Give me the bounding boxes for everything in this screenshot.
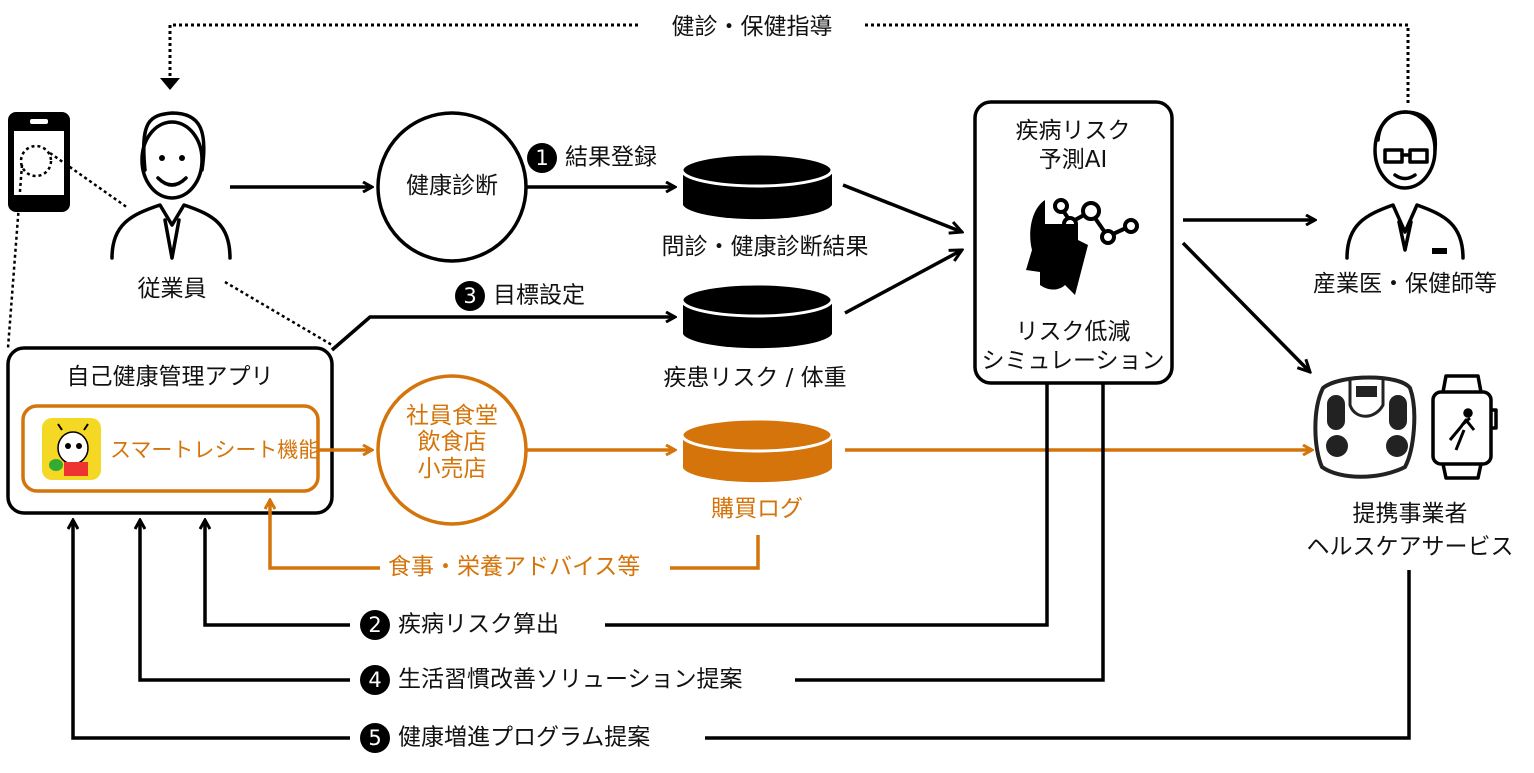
- smartwatch-icon: [1431, 374, 1498, 480]
- step-text: 疾病リスク算出: [398, 611, 559, 638]
- ai-subtitle: リスク低減 シミュレーション: [981, 318, 1164, 376]
- advice-label: 食事・栄養アドバイス等: [388, 554, 641, 580]
- stores-line: 飲食店: [417, 429, 487, 456]
- arrow-goal-setting: [330, 317, 675, 352]
- stores-label: 社員食堂 飲食店 小売店: [406, 403, 498, 482]
- step-text: 健康増進プログラム提案: [398, 724, 651, 751]
- step-4-label: 4 生活習慣改善ソリューション提案: [360, 665, 743, 695]
- step-number-badge: 3: [455, 281, 485, 311]
- smartphone-icon: [8, 112, 70, 212]
- mascot-app-icon: [42, 418, 101, 480]
- health-checkup-label: 健康診断: [406, 173, 498, 199]
- line-step2: [205, 383, 1049, 627]
- doctor-person-icon: [1345, 110, 1465, 260]
- employee-eyes: [159, 155, 185, 161]
- advice-feedback-line: [270, 500, 760, 570]
- db-label: 購買ログ: [711, 496, 803, 522]
- stores-line: 小売店: [417, 455, 487, 482]
- arrow-db2-to-ai: [844, 250, 962, 315]
- step-number-badge: 4: [360, 665, 390, 695]
- db-label: 疾患リスク / 体重: [663, 365, 847, 391]
- step-2-label: 2 疾病リスク算出: [360, 610, 559, 640]
- step-number-badge: 1: [527, 143, 557, 173]
- ai-sub-line: リスク低減: [1015, 319, 1131, 345]
- dotted-arrowhead-icon: [160, 78, 180, 90]
- body-scale-icon: [1313, 375, 1417, 479]
- app-title: 自己健康管理アプリ: [66, 364, 274, 390]
- arrow-db1-to-ai: [842, 183, 962, 232]
- partners-line: ヘルスケアサービス: [1306, 534, 1514, 561]
- employee-person-icon: [110, 111, 232, 260]
- database-icon: [680, 152, 834, 220]
- partners-line: 提携事業者: [1352, 501, 1468, 527]
- step-number-badge: 5: [360, 723, 390, 753]
- line-step5: [73, 520, 1411, 740]
- database-icon: [680, 282, 834, 349]
- step-text: 生活習慣改善ソリューション提案: [398, 666, 743, 693]
- arrow-ai-to-partners: [1181, 241, 1310, 372]
- step-5-label: 5 健康増進プログラム提案: [360, 723, 650, 753]
- employee-label: 従業員: [137, 276, 207, 302]
- ai-title-line: 疾病リスク: [1015, 118, 1131, 144]
- guidance-label: 健診・保健指導: [671, 14, 833, 40]
- step-1-label: 1 結果登録: [527, 143, 657, 173]
- dotted-connector: [6, 151, 333, 349]
- partners-label: 提携事業者 ヘルスケアサービス: [1307, 498, 1514, 565]
- step-text: 結果登録: [565, 144, 657, 171]
- ai-sub-line: シミュレーション: [981, 347, 1165, 374]
- step-number-badge: 2: [360, 610, 390, 640]
- smart-receipt-feature[interactable]: スマートレシート機能: [110, 438, 320, 462]
- step-text: 目標設定: [493, 282, 585, 309]
- ai-title-line: 予測AI: [1038, 146, 1108, 173]
- doctor-pen-icon: [1432, 248, 1447, 254]
- dotted-guidance-line: [168, 23, 1410, 105]
- stores-line: 社員食堂: [406, 403, 498, 429]
- ai-title: 疾病リスク 予測AI: [1016, 117, 1131, 175]
- database-icon: [680, 417, 834, 483]
- doctor-label: 産業医・保健師等: [1313, 271, 1497, 297]
- step-3-label: 3 目標設定: [455, 281, 585, 311]
- ai-head-icon: [1026, 198, 1139, 295]
- db-label: 問診・健康診断結果: [661, 234, 869, 260]
- line-step4: [140, 383, 1105, 682]
